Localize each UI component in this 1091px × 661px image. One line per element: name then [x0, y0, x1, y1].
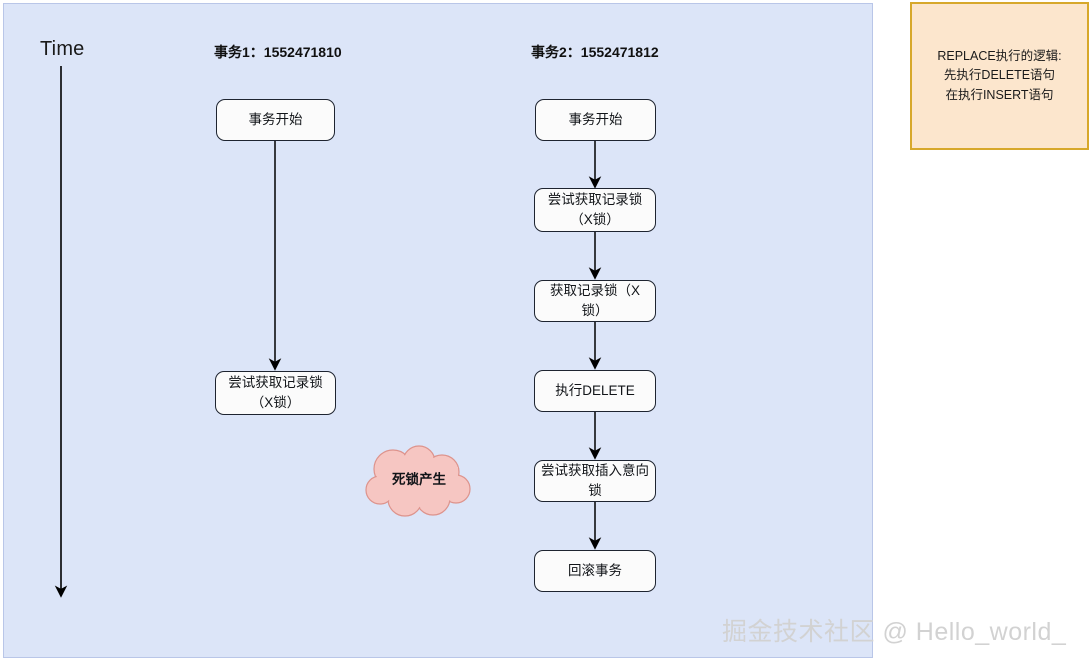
- note-text: REPLACE执行的逻辑: 先执行DELETE语句 在执行INSERT语句: [937, 48, 1062, 102]
- watermark: 掘金技术社区 @ Hello_world_: [722, 618, 1067, 646]
- node-txn2-try-insert-intention-lock[interactable]: 尝试获取插入意向锁: [534, 460, 656, 502]
- replace-logic-note: REPLACE执行的逻辑: 先执行DELETE语句 在执行INSERT语句: [910, 2, 1089, 150]
- node-label: 事务开始: [248, 112, 303, 128]
- time-axis-arrow: [54, 66, 68, 598]
- node-txn2-rollback[interactable]: 回滚事务: [534, 550, 656, 592]
- node-txn2-try-record-lock[interactable]: 尝试获取记录锁（X锁）: [534, 188, 656, 232]
- swimlane-panel: [3, 3, 873, 658]
- node-label: 执行DELETE: [555, 383, 635, 399]
- node-txn1-begin[interactable]: 事务开始: [216, 99, 335, 141]
- node-txn2-exec-delete[interactable]: 执行DELETE: [534, 370, 656, 412]
- node-label: 尝试获取记录锁（X锁）: [228, 375, 323, 410]
- node-label: 尝试获取插入意向锁: [541, 463, 649, 498]
- txn2-xid: 1552471812: [580, 44, 659, 60]
- node-label: 回滚事务: [568, 563, 622, 579]
- deadlock-cloud-shape: [365, 445, 471, 517]
- node-label: 尝试获取记录锁（X锁）: [547, 192, 643, 227]
- time-axis-label: Time: [40, 38, 85, 60]
- txn1-title: 事务1：: [214, 44, 264, 60]
- node-label: 获取记录锁（X锁）: [549, 283, 640, 318]
- node-txn2-acquire-record-lock[interactable]: 获取记录锁（X锁）: [534, 280, 656, 322]
- deadlock-label: 死锁产生: [392, 472, 446, 487]
- node-txn1-try-record-lock[interactable]: 尝试获取记录锁（X锁）: [215, 371, 336, 415]
- column-header-txn1: 事务1：1552471810: [214, 42, 342, 62]
- node-txn2-begin[interactable]: 事务开始: [535, 99, 656, 141]
- column-header-txn2: 事务2：1552471812: [531, 42, 659, 62]
- node-label: 事务开始: [568, 112, 623, 128]
- txn1-xid: 1552471810: [263, 44, 342, 60]
- txn2-title: 事务2：: [531, 44, 581, 60]
